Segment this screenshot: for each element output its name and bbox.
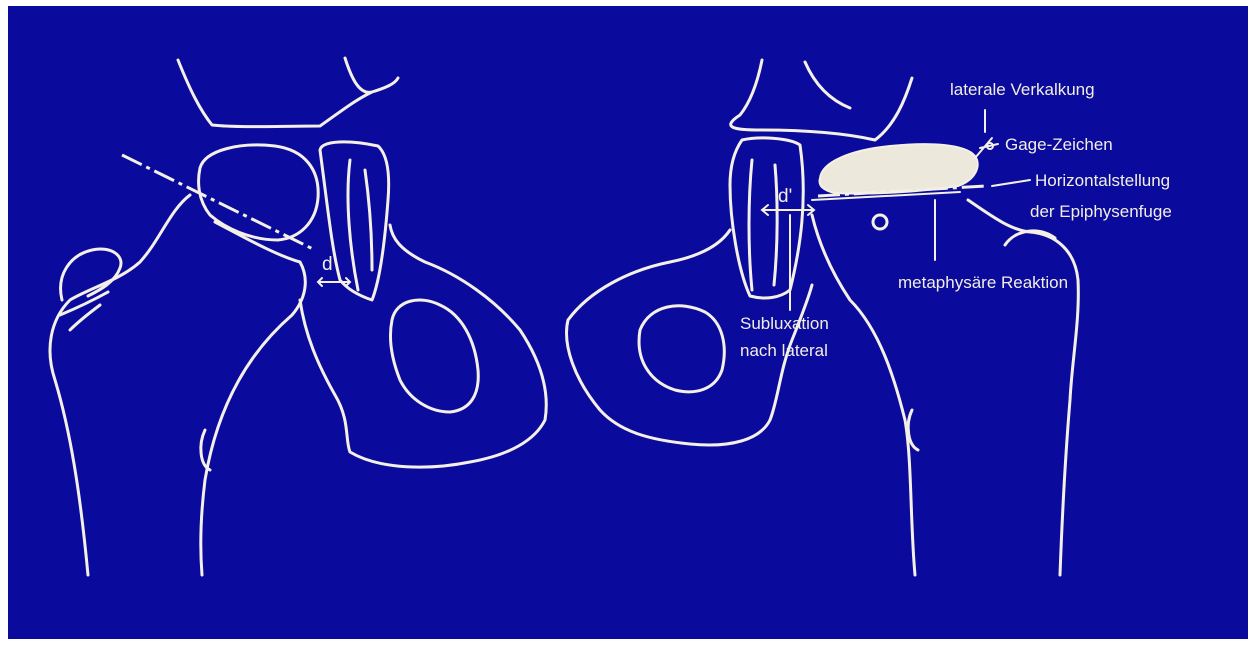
label-metaphyseal-reaction: metaphysäre Reaktion bbox=[898, 273, 1068, 292]
left-femoral-head bbox=[199, 145, 319, 240]
left-hip: d bbox=[50, 58, 546, 575]
label-gage-sign: Gage-Zeichen bbox=[1005, 135, 1113, 154]
right-femoral-shaft-lateral bbox=[968, 200, 1078, 575]
left-ilium-outline bbox=[178, 58, 398, 127]
pointer-horizontal bbox=[992, 180, 1030, 186]
right-femoral-neck bbox=[812, 215, 915, 575]
right-lesser-trochanter bbox=[908, 410, 918, 450]
label-horizontal-line1: Horizontalstellung bbox=[1035, 171, 1170, 190]
right-metaphyseal-cyst bbox=[873, 215, 887, 229]
left-obturator-foramen bbox=[390, 300, 478, 412]
right-obturator-foramen bbox=[639, 306, 724, 392]
left-femoral-shaft bbox=[50, 195, 190, 575]
left-reference-line bbox=[122, 155, 315, 250]
label-subluxation-line1: Subluxation bbox=[740, 314, 829, 333]
right-teardrop bbox=[730, 138, 803, 298]
right-femoral-head bbox=[820, 144, 978, 193]
left-teardrop-inner bbox=[348, 160, 372, 290]
right-teardrop-inner bbox=[749, 160, 777, 290]
label-lateral-calcification: laterale Verkalkung bbox=[950, 80, 1095, 99]
pointer-gage-sign bbox=[975, 138, 998, 158]
right-ilium-outline bbox=[731, 60, 912, 140]
label-subluxation-line2: nach lateral bbox=[740, 341, 828, 360]
right-hip: d' laterale Verkalkung Gage-Zeichen Hori… bbox=[567, 60, 1172, 575]
left-femoral-neck-inner bbox=[201, 222, 306, 575]
label-horizontal-line2: der Epiphysenfuge bbox=[1030, 202, 1172, 221]
right-distance-label: d' bbox=[778, 186, 792, 207]
left-distance-label: d bbox=[322, 254, 333, 275]
